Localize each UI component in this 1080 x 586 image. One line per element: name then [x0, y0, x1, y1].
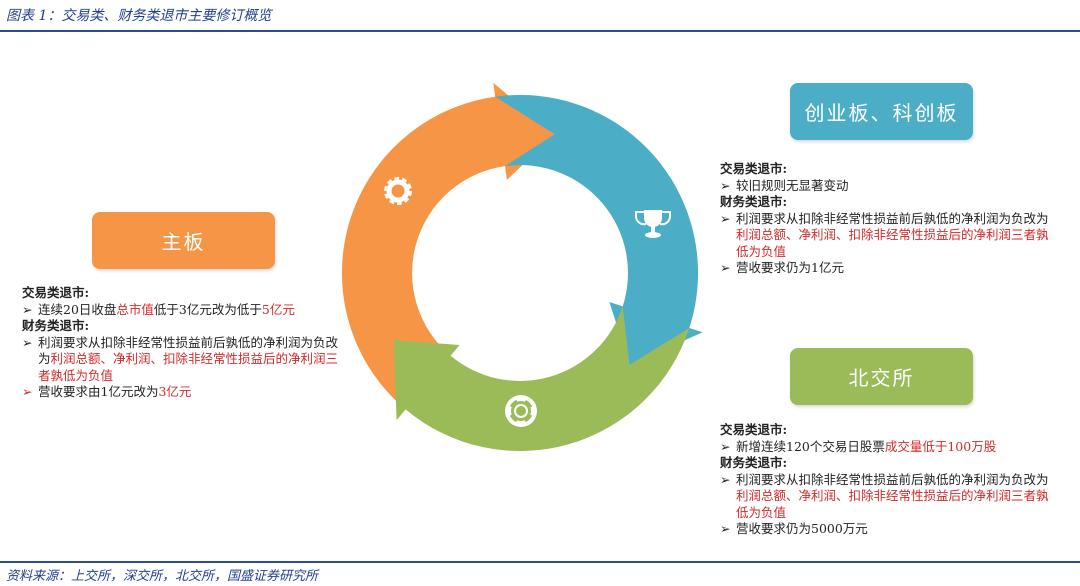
- highlight: 3亿元: [158, 384, 192, 399]
- text: 营收要求仍为5000万元: [736, 521, 868, 536]
- text: 低于3亿元改为低于: [153, 301, 262, 317]
- source-note: 资料来源：上交所，深交所，北交所，国盛证券研究所: [6, 569, 319, 584]
- trade-heading: 交易类退市:: [22, 285, 90, 300]
- arrow-bullet-icon: ➢: [22, 301, 33, 317]
- arrow-bullet-icon: ➢: [22, 384, 33, 399]
- bse-label: 北交所: [790, 348, 973, 405]
- text: 连续20日收盘: [38, 301, 117, 317]
- list-item: ➢ 利润要求从扣除非经常性损益前后孰低的净利润为负改为利润总额、净利润、扣除非经常…: [22, 335, 342, 385]
- text: 营收要求仍为1亿元: [736, 260, 844, 275]
- list-item: ➢ 营收要求仍为1亿元: [720, 260, 1050, 277]
- trade-heading: 交易类退市:: [720, 161, 788, 176]
- list-item: ➢ 利润要求从扣除非经常性损益前后孰低的净利润为负改为利润总额、净利润、扣除非经常…: [720, 211, 1050, 261]
- trade-heading: 交易类退市:: [720, 422, 788, 437]
- main-board-label: 主板: [92, 212, 275, 269]
- arrow-bullet-icon: ➢: [22, 334, 33, 350]
- arrow-bullet-icon: ➢: [720, 521, 731, 536]
- highlight: 利润总额、净利润、扣除非经常性损益后的净利润三者孰低为负值: [736, 227, 1049, 259]
- star-board-label: 创业板、科创板: [790, 83, 973, 140]
- highlight: 利润总额、净利润、扣除非经常性损益后的净利润三者孰低为负值: [38, 351, 339, 383]
- arrow-bullet-icon: ➢: [720, 260, 731, 275]
- arrow-bullet-icon: ➢: [720, 438, 731, 454]
- cycle-arrow-green: [393, 306, 690, 452]
- main-board-rules: 交易类退市: ➢ 连续20日收盘总市值低于3亿元改为低于5亿元 财务类退市: ➢ 利…: [22, 285, 342, 401]
- list-item: ➢ 新增连续120个交易日股票成交量低于100万股: [720, 439, 1050, 456]
- fin-heading: 财务类退市:: [22, 318, 90, 333]
- trophy-icon: [635, 210, 671, 238]
- text: 营收要求由1亿元改为: [38, 384, 159, 399]
- arrow-bullet-icon: ➢: [720, 177, 731, 193]
- top-divider: [0, 30, 1080, 32]
- fin-heading: 财务类退市:: [720, 455, 788, 470]
- highlight: 5亿元: [261, 301, 295, 317]
- highlight: 成交量低于100万股: [884, 438, 997, 454]
- highlight: 利润总额、净利润、扣除非经常性损益后的净利润三者孰低为负值: [736, 488, 1049, 520]
- cycle-arrow-teal: [495, 94, 703, 365]
- text: 较旧规则无显著变动: [736, 177, 849, 193]
- arrow-bullet-icon: ➢: [720, 471, 731, 487]
- list-item: ➢ 连续20日收盘总市值低于3亿元改为低于5亿元: [22, 302, 342, 319]
- gear-icon: [384, 177, 412, 205]
- bottom-divider: [0, 561, 1080, 563]
- list-item: ➢ 较旧规则无显著变动: [720, 178, 1050, 195]
- list-item: ➢ 营收要求仍为5000万元: [720, 521, 1050, 538]
- text: 新增连续120个交易日股票: [736, 438, 885, 454]
- fin-heading: 财务类退市:: [720, 194, 788, 209]
- star-board-rules: 交易类退市: ➢ 较旧规则无显著变动 财务类退市: ➢ 利润要求从扣除非经常性损益前…: [720, 161, 1050, 277]
- cycle-arrow-orange: [341, 82, 555, 410]
- list-item: ➢ 利润要求从扣除非经常性损益前后孰低的净利润为负改为利润总额、净利润、扣除非经常…: [720, 472, 1050, 522]
- text: 利润要求从扣除非经常性损益前后孰低的净利润为负改为: [736, 471, 1049, 487]
- bse-rules: 交易类退市: ➢ 新增连续120个交易日股票成交量低于100万股 财务类退市: ➢…: [720, 422, 1050, 538]
- list-item: ➢ 营收要求由1亿元改为3亿元: [22, 384, 342, 401]
- arrow-bullet-icon: ➢: [720, 210, 731, 226]
- lifebuoy-icon: [505, 395, 537, 427]
- figure-title: 图表 1：交易类、财务类退市主要修订概览: [6, 8, 272, 24]
- text: 利润要求从扣除非经常性损益前后孰低的净利润为负改为: [736, 210, 1049, 226]
- text: 利润要求从扣除非经常性损益前后孰低的净利润为负改为: [38, 334, 339, 367]
- highlight: 总市值: [116, 301, 154, 317]
